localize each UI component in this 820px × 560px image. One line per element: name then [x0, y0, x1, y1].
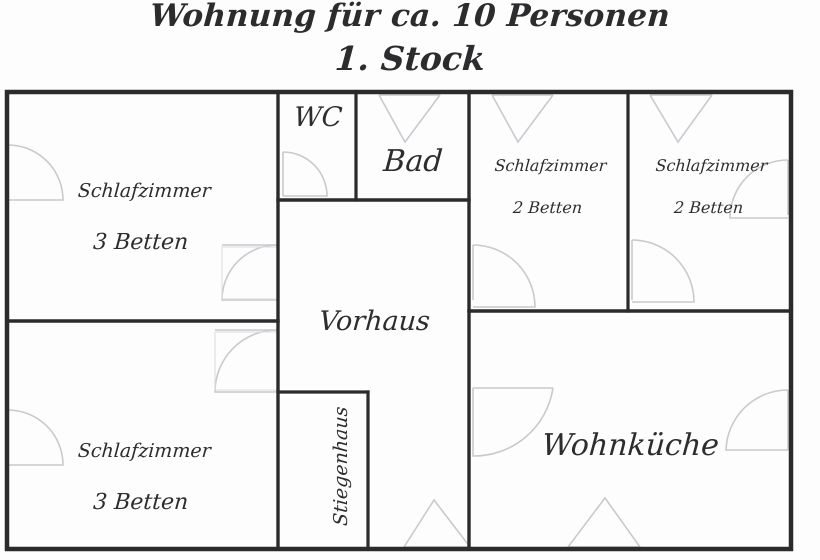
- door-arc-bottom-wohnkueche: [567, 496, 641, 548]
- door-arc-bedroom-right-b: [729, 159, 789, 219]
- door-arc-wohnkueche: [472, 387, 554, 457]
- door-swing-arcs: [7, 94, 789, 548]
- walls: [4, 89, 794, 552]
- door-arc-wc: [282, 151, 328, 197]
- door-arc-left-bottom: [7, 409, 64, 466]
- door-arc-left-top: [7, 144, 64, 201]
- door-arc-bedroom-right-a-top: [491, 94, 554, 144]
- room-name-stiegenhaus: Stiegenhaus: [330, 405, 352, 527]
- door-arc-bottom-vorhaus: [403, 498, 471, 548]
- door-arc-bedroom-right-a: [472, 244, 536, 308]
- door-arc-wohnkueche-right: [725, 389, 789, 451]
- door-arc-bad: [378, 94, 441, 144]
- door-arc-bedroom-right-b-low: [631, 239, 695, 303]
- door-arc-bedroom-right-b-top: [649, 94, 713, 144]
- room-label-stiegenhaus: Stiegenhaus: [330, 406, 352, 527]
